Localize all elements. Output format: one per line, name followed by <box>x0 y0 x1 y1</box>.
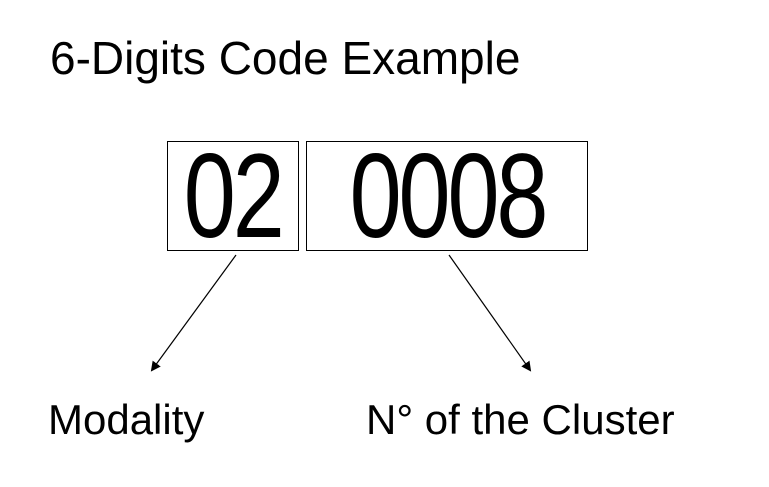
diagram-title: 6-Digits Code Example <box>50 32 521 84</box>
modality-arrow <box>150 254 237 372</box>
modality-label: Modality <box>48 396 205 443</box>
cluster-digits: 0008 <box>349 141 548 251</box>
modality-digits-box: 02 <box>167 141 299 251</box>
cluster-arrow <box>448 254 532 372</box>
cluster-digits-box: 0008 <box>306 141 588 251</box>
cluster-label: N° of the Cluster <box>366 396 675 443</box>
modality-digits: 02 <box>184 141 285 251</box>
